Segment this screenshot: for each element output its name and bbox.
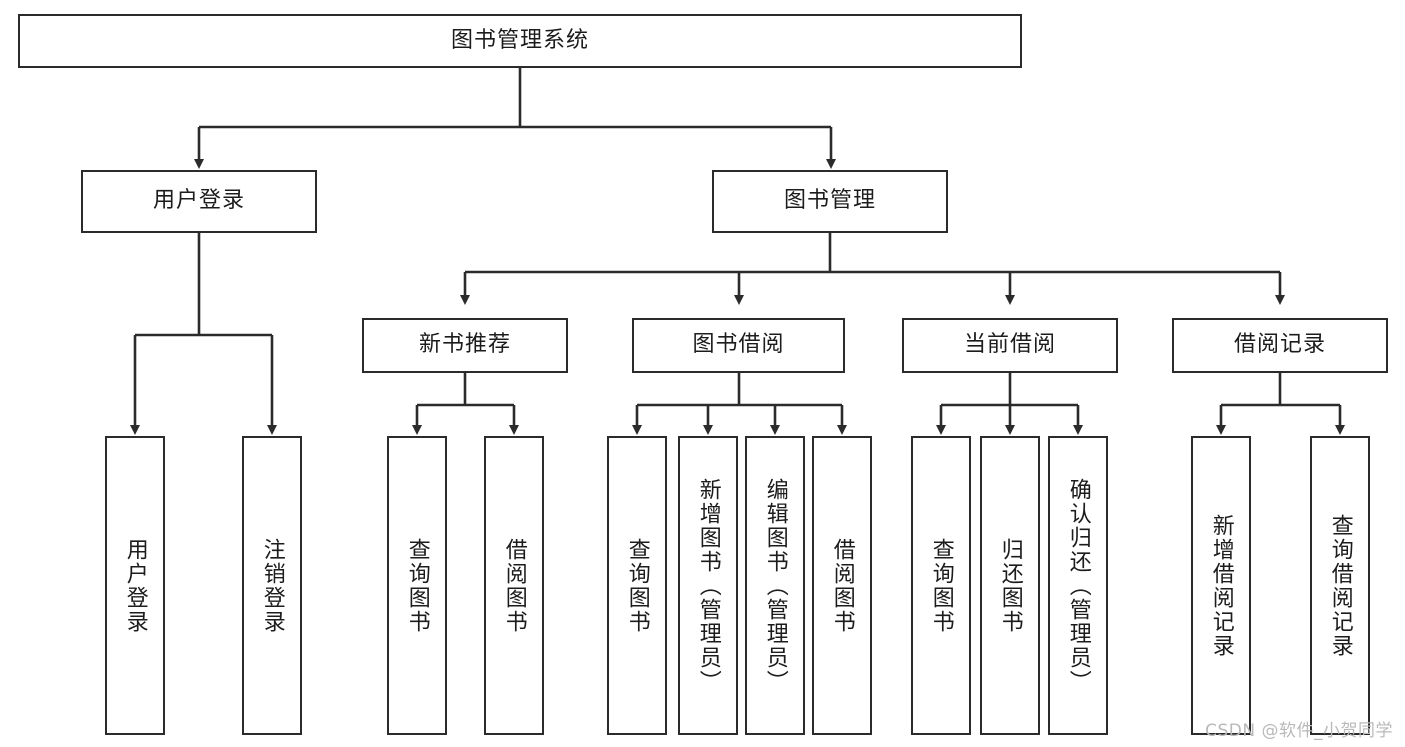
node-borrow-record-label: 借阅记录 [1233, 332, 1326, 358]
node-book-manage-label: 图书管理 [783, 188, 876, 214]
node-leaf-query-book-1-label: 查询图书 [404, 537, 430, 634]
node-leaf-borrow-book-2-label: 借阅图书 [829, 537, 855, 634]
node-leaf-return-book[interactable]: 归还图书 [980, 436, 1040, 735]
node-leaf-query-record[interactable]: 查询借阅记录 [1310, 436, 1370, 735]
node-leaf-borrow-book-2[interactable]: 借阅图书 [812, 436, 872, 735]
node-leaf-confirm-return[interactable]: 确认归还（管理员） [1048, 436, 1108, 735]
node-book-borrow-label: 图书借阅 [692, 332, 785, 358]
node-user-login[interactable]: 用户登录 [81, 170, 317, 233]
node-leaf-query-book-2[interactable]: 查询图书 [607, 436, 667, 735]
node-leaf-query-book-2-label: 查询图书 [624, 537, 650, 634]
node-new-book-recommend-label: 新书推荐 [418, 332, 511, 358]
node-leaf-query-book-3-label: 查询图书 [928, 537, 954, 634]
node-root[interactable]: 图书管理系统 [18, 14, 1022, 68]
node-new-book-recommend[interactable]: 新书推荐 [362, 318, 568, 373]
node-root-label: 图书管理系统 [450, 27, 589, 53]
node-leaf-return-book-label: 归还图书 [997, 537, 1023, 634]
node-leaf-confirm-return-label: 确认归还（管理员） [1065, 477, 1091, 694]
node-leaf-edit-book-label: 编辑图书（管理员） [762, 477, 788, 694]
node-book-manage[interactable]: 图书管理 [712, 170, 948, 233]
node-current-borrow-label: 当前借阅 [963, 332, 1056, 358]
node-leaf-add-book[interactable]: 新增图书（管理员） [678, 436, 738, 735]
node-leaf-borrow-book-1-label: 借阅图书 [501, 537, 527, 634]
node-leaf-query-record-label: 查询借阅记录 [1327, 513, 1353, 658]
node-user-login-label: 用户登录 [152, 188, 245, 214]
node-book-borrow[interactable]: 图书借阅 [632, 318, 845, 373]
node-borrow-record[interactable]: 借阅记录 [1172, 318, 1388, 373]
node-leaf-add-record-label: 新增借阅记录 [1208, 513, 1234, 658]
node-leaf-edit-book[interactable]: 编辑图书（管理员） [745, 436, 805, 735]
node-leaf-logout-login[interactable]: 注销登录 [242, 436, 302, 735]
node-current-borrow[interactable]: 当前借阅 [902, 318, 1118, 373]
node-leaf-add-book-label: 新增图书（管理员） [695, 477, 721, 694]
node-leaf-user-login[interactable]: 用户登录 [105, 436, 165, 735]
node-leaf-borrow-book-1[interactable]: 借阅图书 [484, 436, 544, 735]
node-leaf-query-book-3[interactable]: 查询图书 [911, 436, 971, 735]
node-leaf-add-record[interactable]: 新增借阅记录 [1191, 436, 1251, 735]
node-leaf-logout-login-label: 注销登录 [259, 537, 285, 634]
node-leaf-query-book-1[interactable]: 查询图书 [387, 436, 447, 735]
node-leaf-user-login-label: 用户登录 [122, 537, 148, 634]
